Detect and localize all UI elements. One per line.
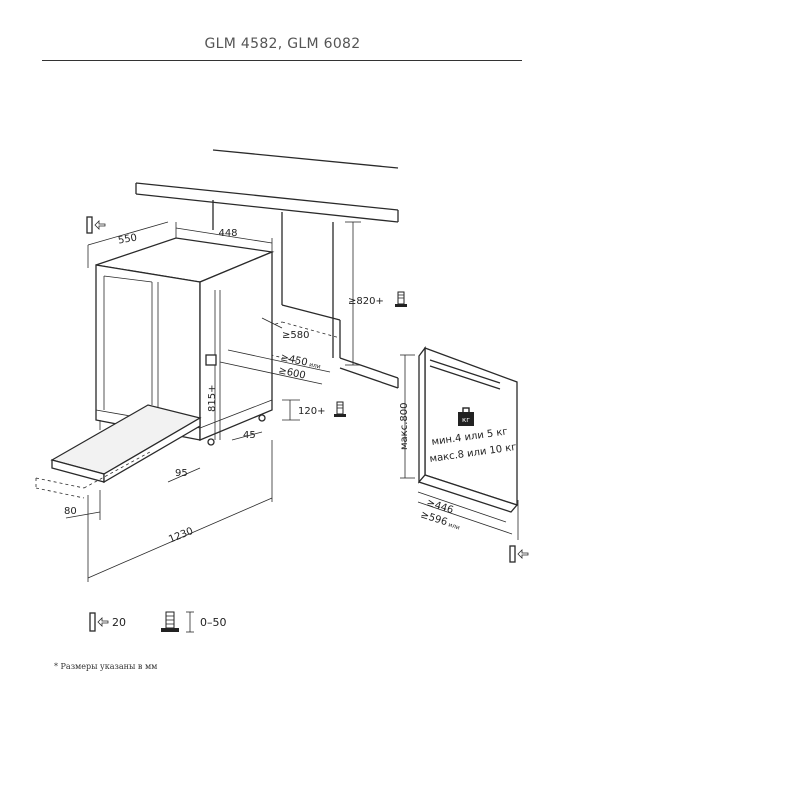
door-max-height: макс.800 (399, 403, 410, 450)
dim-total-open-depth: 1230 (167, 526, 195, 546)
dim-depth: 550 (117, 232, 138, 246)
dim-450-or: или (308, 361, 321, 370)
title-rule (42, 60, 522, 61)
page-title: GLM 4582, GLM 6082 (204, 36, 361, 52)
dim-plinth-gap: 45 (243, 430, 256, 441)
dim-door-offset: 95 (175, 468, 188, 479)
legend-door-fix-value: 20 (112, 616, 126, 629)
legend-foot-adjust-value: 0–50 (200, 616, 227, 629)
dim-plinth-height: 120+ (298, 406, 325, 417)
countertop (135, 149, 399, 230)
door-width-596: ≥596или (419, 509, 462, 532)
dim-width-top: 448 (218, 228, 237, 239)
open-door (35, 404, 202, 499)
weight-icon: кг (458, 407, 474, 426)
door-596-or: или (447, 521, 460, 531)
dishwasher-body (95, 237, 275, 446)
legend-door-fix-icon (89, 612, 109, 632)
dim-door-thickness: 80 (64, 506, 77, 517)
door-fix-icon (509, 545, 529, 563)
foot-adjust-icon (395, 291, 407, 307)
dim-appliance-height: 815+ (207, 385, 218, 412)
dimension-lines (65, 221, 361, 582)
dim-niche-height: ≥820+ (348, 296, 384, 307)
foot-adjust-icon (334, 401, 346, 417)
door-fix-icon (86, 216, 106, 234)
weight-icon-label: кг (462, 416, 470, 424)
footnote: * Размеры указаны в мм (54, 662, 158, 671)
door-panel (400, 346, 519, 540)
legend-foot-adjust-icon (161, 611, 194, 633)
dim-niche-depth: ≥580 (282, 330, 309, 341)
